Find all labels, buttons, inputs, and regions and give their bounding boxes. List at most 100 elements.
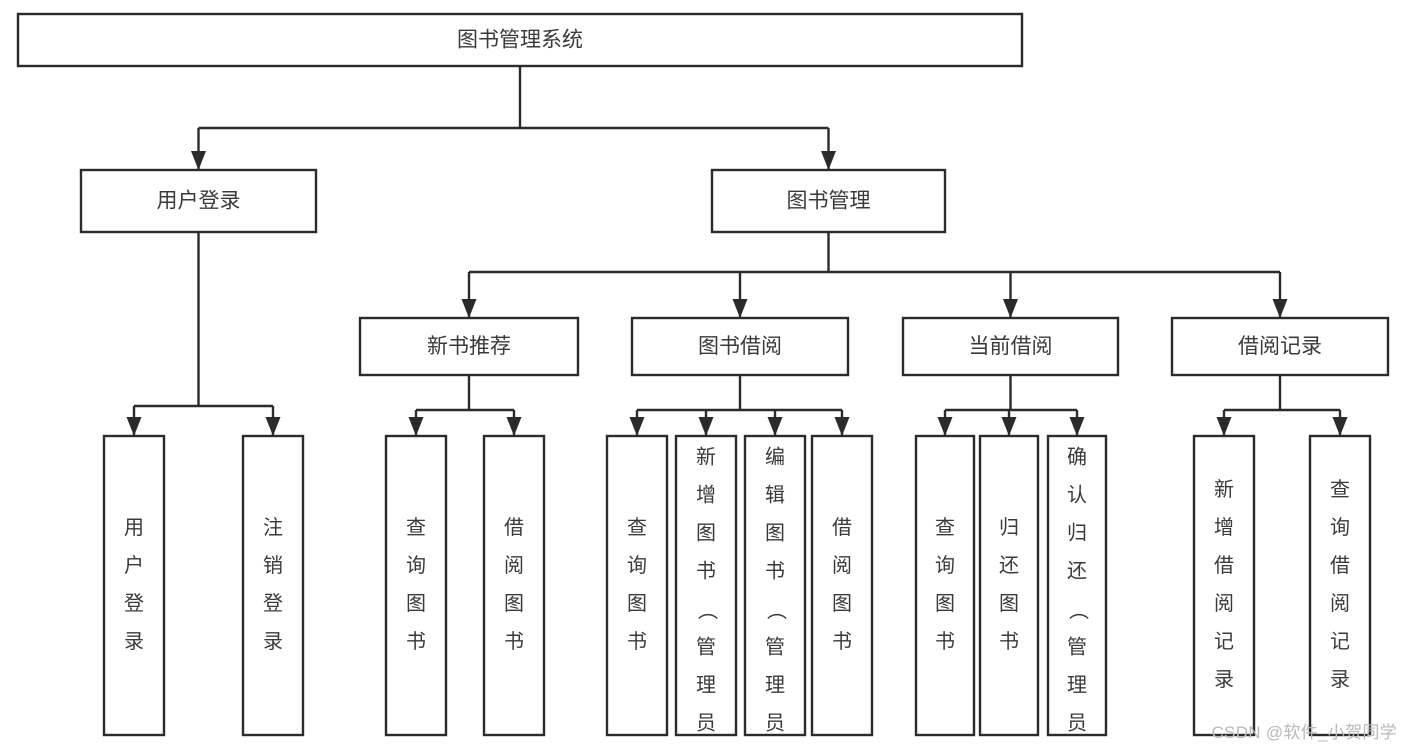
level3-node-0[interactable]: 新书推荐 — [358, 316, 580, 377]
arrow-head-icon — [461, 299, 477, 318]
leaf-label-char: 确 — [1067, 445, 1087, 468]
leaf-label-char: （ — [1067, 600, 1090, 620]
arrow-head-icon — [821, 151, 836, 170]
leaf-label-char: 还 — [1067, 559, 1087, 582]
arrow-head-icon — [1001, 417, 1017, 436]
node-label: 图书借阅 — [698, 335, 782, 358]
leaf-label-char: 录 — [263, 631, 283, 653]
node-rect — [482, 434, 546, 737]
leaf-label-char: 还 — [999, 554, 1019, 577]
root-node-book-management-system[interactable]: 图书管理系统 — [16, 12, 1024, 68]
node-label: 新书推荐 — [427, 335, 511, 358]
arrow-head-icon — [1332, 417, 1348, 436]
node-rect — [630, 316, 850, 377]
node-rect — [710, 168, 947, 234]
leaf-label-char: 录 — [124, 631, 144, 653]
arrow-head-icon — [1272, 299, 1288, 318]
leaf-label-char: 书 — [765, 559, 785, 582]
arrow-head-icon — [767, 417, 783, 436]
arrow-head-icon — [506, 417, 522, 436]
node-rect — [1170, 316, 1390, 377]
leaf-label-char: 归 — [999, 516, 1019, 539]
leaf-label-char: 图 — [765, 522, 785, 544]
node-rect — [16, 12, 1024, 68]
leaf-label-char: 理 — [765, 674, 785, 696]
leaf-label-char: （ — [696, 600, 719, 620]
leaf-label-char: 询 — [935, 554, 955, 577]
level2-node-0[interactable]: 用户登录 — [79, 168, 318, 234]
leaf-label-char: 认 — [1067, 483, 1087, 506]
node-label: 图书管理 — [787, 190, 871, 213]
node-rect — [978, 434, 1040, 737]
arrow-head-icon — [937, 417, 953, 436]
leaf-label-char: 录 — [1330, 669, 1350, 691]
leaf-label-char: 书 — [696, 559, 716, 582]
leaf-label-char: 管 — [1067, 635, 1087, 658]
node-rect — [241, 434, 305, 737]
leaf-node[interactable]: 用户登录 — [102, 434, 166, 737]
node-rect — [674, 434, 738, 737]
node-rect — [1308, 434, 1372, 737]
leaf-label-char: 阅 — [1214, 592, 1234, 615]
node-rect — [901, 316, 1120, 377]
node-rect — [743, 434, 807, 737]
level3-node-3[interactable]: 借阅记录 — [1170, 316, 1390, 377]
leaf-label-char: 阅 — [1330, 592, 1350, 615]
node-layer: 图书管理系统用户登录图书管理新书推荐图书借阅当前借阅借阅记录用户登录注销登录查询… — [16, 12, 1390, 747]
node-rect — [358, 316, 580, 377]
leaf-label-char: 阅 — [504, 554, 524, 577]
level2-node-1[interactable]: 图书管理 — [710, 168, 947, 234]
leaf-label-char: 管 — [696, 635, 716, 658]
leaf-label-char: 编 — [765, 445, 785, 468]
arrow-head-icon — [1003, 299, 1018, 318]
leaf-label-char: 书 — [504, 630, 524, 653]
leaf-label-char: 图 — [832, 593, 852, 615]
leaf-label-char: 借 — [832, 516, 852, 539]
leaf-label-char: 查 — [935, 516, 955, 539]
leaf-label-char: 图 — [696, 522, 716, 544]
node-rect — [384, 434, 448, 737]
leaf-label-char: 理 — [696, 674, 716, 696]
watermark-label: CSDN @软件_小贺同学 — [1211, 723, 1397, 742]
leaf-label-char: 图 — [935, 593, 955, 615]
leaf-label-char: 增 — [696, 483, 716, 506]
node-label: 当前借阅 — [969, 335, 1053, 358]
node-label: 借阅记录 — [1238, 335, 1322, 358]
leaf-label-char: 图 — [406, 593, 426, 615]
node-rect — [914, 434, 976, 737]
leaf-label-char: 查 — [406, 516, 426, 539]
leaf-label-char: 员 — [765, 712, 785, 734]
connector-layer — [126, 66, 1348, 436]
node-rect — [79, 168, 318, 234]
arrow-head-icon — [126, 417, 142, 436]
arrow-head-icon — [834, 417, 850, 436]
level3-node-1[interactable]: 图书借阅 — [630, 316, 850, 377]
arrow-head-icon — [191, 151, 206, 170]
leaf-label-char: 书 — [832, 630, 852, 653]
leaf-label-char: 员 — [696, 712, 716, 734]
leaf-label-char: 阅 — [832, 554, 852, 577]
arrow-head-icon — [629, 417, 645, 436]
leaf-label-char: 注 — [263, 516, 283, 539]
level3-node-2[interactable]: 当前借阅 — [901, 316, 1120, 377]
leaf-label-char: 图 — [627, 593, 647, 615]
arrow-head-icon — [698, 417, 714, 436]
leaf-label-char: 销 — [263, 554, 283, 577]
arrow-head-icon — [732, 299, 748, 318]
leaf-label-char: 理 — [1067, 674, 1087, 696]
node-rect — [605, 434, 669, 737]
leaf-label-char: 询 — [406, 554, 426, 577]
node-rect — [102, 434, 166, 737]
